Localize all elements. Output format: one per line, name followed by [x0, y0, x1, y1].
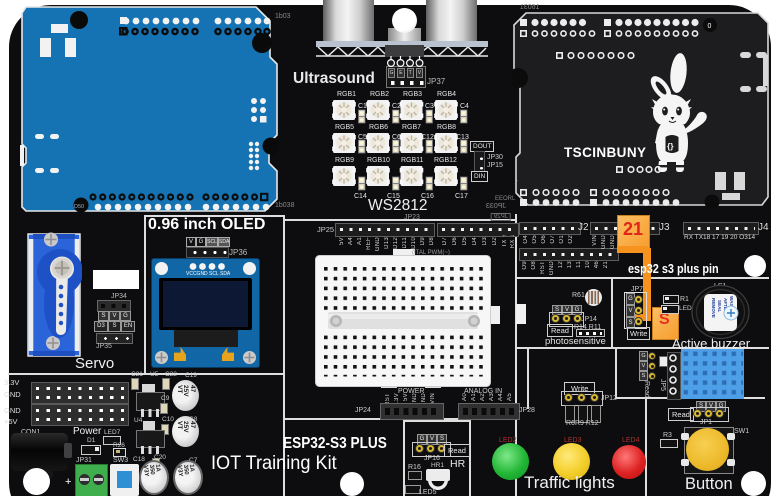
svg-text:C3: C3 — [425, 103, 434, 110]
svg-text:AFTER: AFTER — [723, 298, 728, 314]
svg-text:RGB6: RGB6 — [369, 124, 388, 131]
svg-text:C1: C1 — [358, 103, 367, 110]
svg-text:C5: C5 — [358, 134, 367, 141]
svg-text:REMOVE: REMOVE — [711, 298, 716, 318]
svg-text:RGB9: RGB9 — [335, 157, 354, 164]
svg-text:RGB7: RGB7 — [402, 124, 421, 131]
svg-text:C6: C6 — [392, 134, 401, 141]
svg-text:RGB4: RGB4 — [437, 91, 456, 98]
svg-text:TSCINBUNY: TSCINBUNY — [564, 145, 646, 160]
svg-text:{}: {} — [667, 141, 674, 151]
svg-text:C17: C17 — [455, 193, 468, 200]
svg-text:C14: C14 — [354, 193, 367, 200]
svg-text:SEAL: SEAL — [717, 300, 722, 312]
svg-text:C16: C16 — [421, 193, 434, 200]
svg-text:RGB12: RGB12 — [434, 157, 457, 164]
svg-text:C12: C12 — [421, 134, 434, 141]
svg-text:0: 0 — [708, 23, 712, 30]
svg-text:C4: C4 — [460, 103, 469, 110]
svg-text:RGB11: RGB11 — [401, 157, 424, 164]
svg-text:D50: D50 — [74, 204, 84, 210]
svg-text:RGB3: RGB3 — [403, 91, 422, 98]
svg-text:C2: C2 — [392, 103, 401, 110]
svg-text:RGB2: RGB2 — [370, 91, 389, 98]
svg-text:-: - — [515, 176, 518, 185]
svg-text:RGB10: RGB10 — [367, 157, 390, 164]
svg-text:RGB8: RGB8 — [437, 124, 456, 131]
svg-text:RGB5: RGB5 — [335, 124, 354, 131]
svg-text:RGB1: RGB1 — [337, 91, 356, 98]
svg-text:C15: C15 — [387, 193, 400, 200]
svg-text:C13: C13 — [456, 134, 469, 141]
